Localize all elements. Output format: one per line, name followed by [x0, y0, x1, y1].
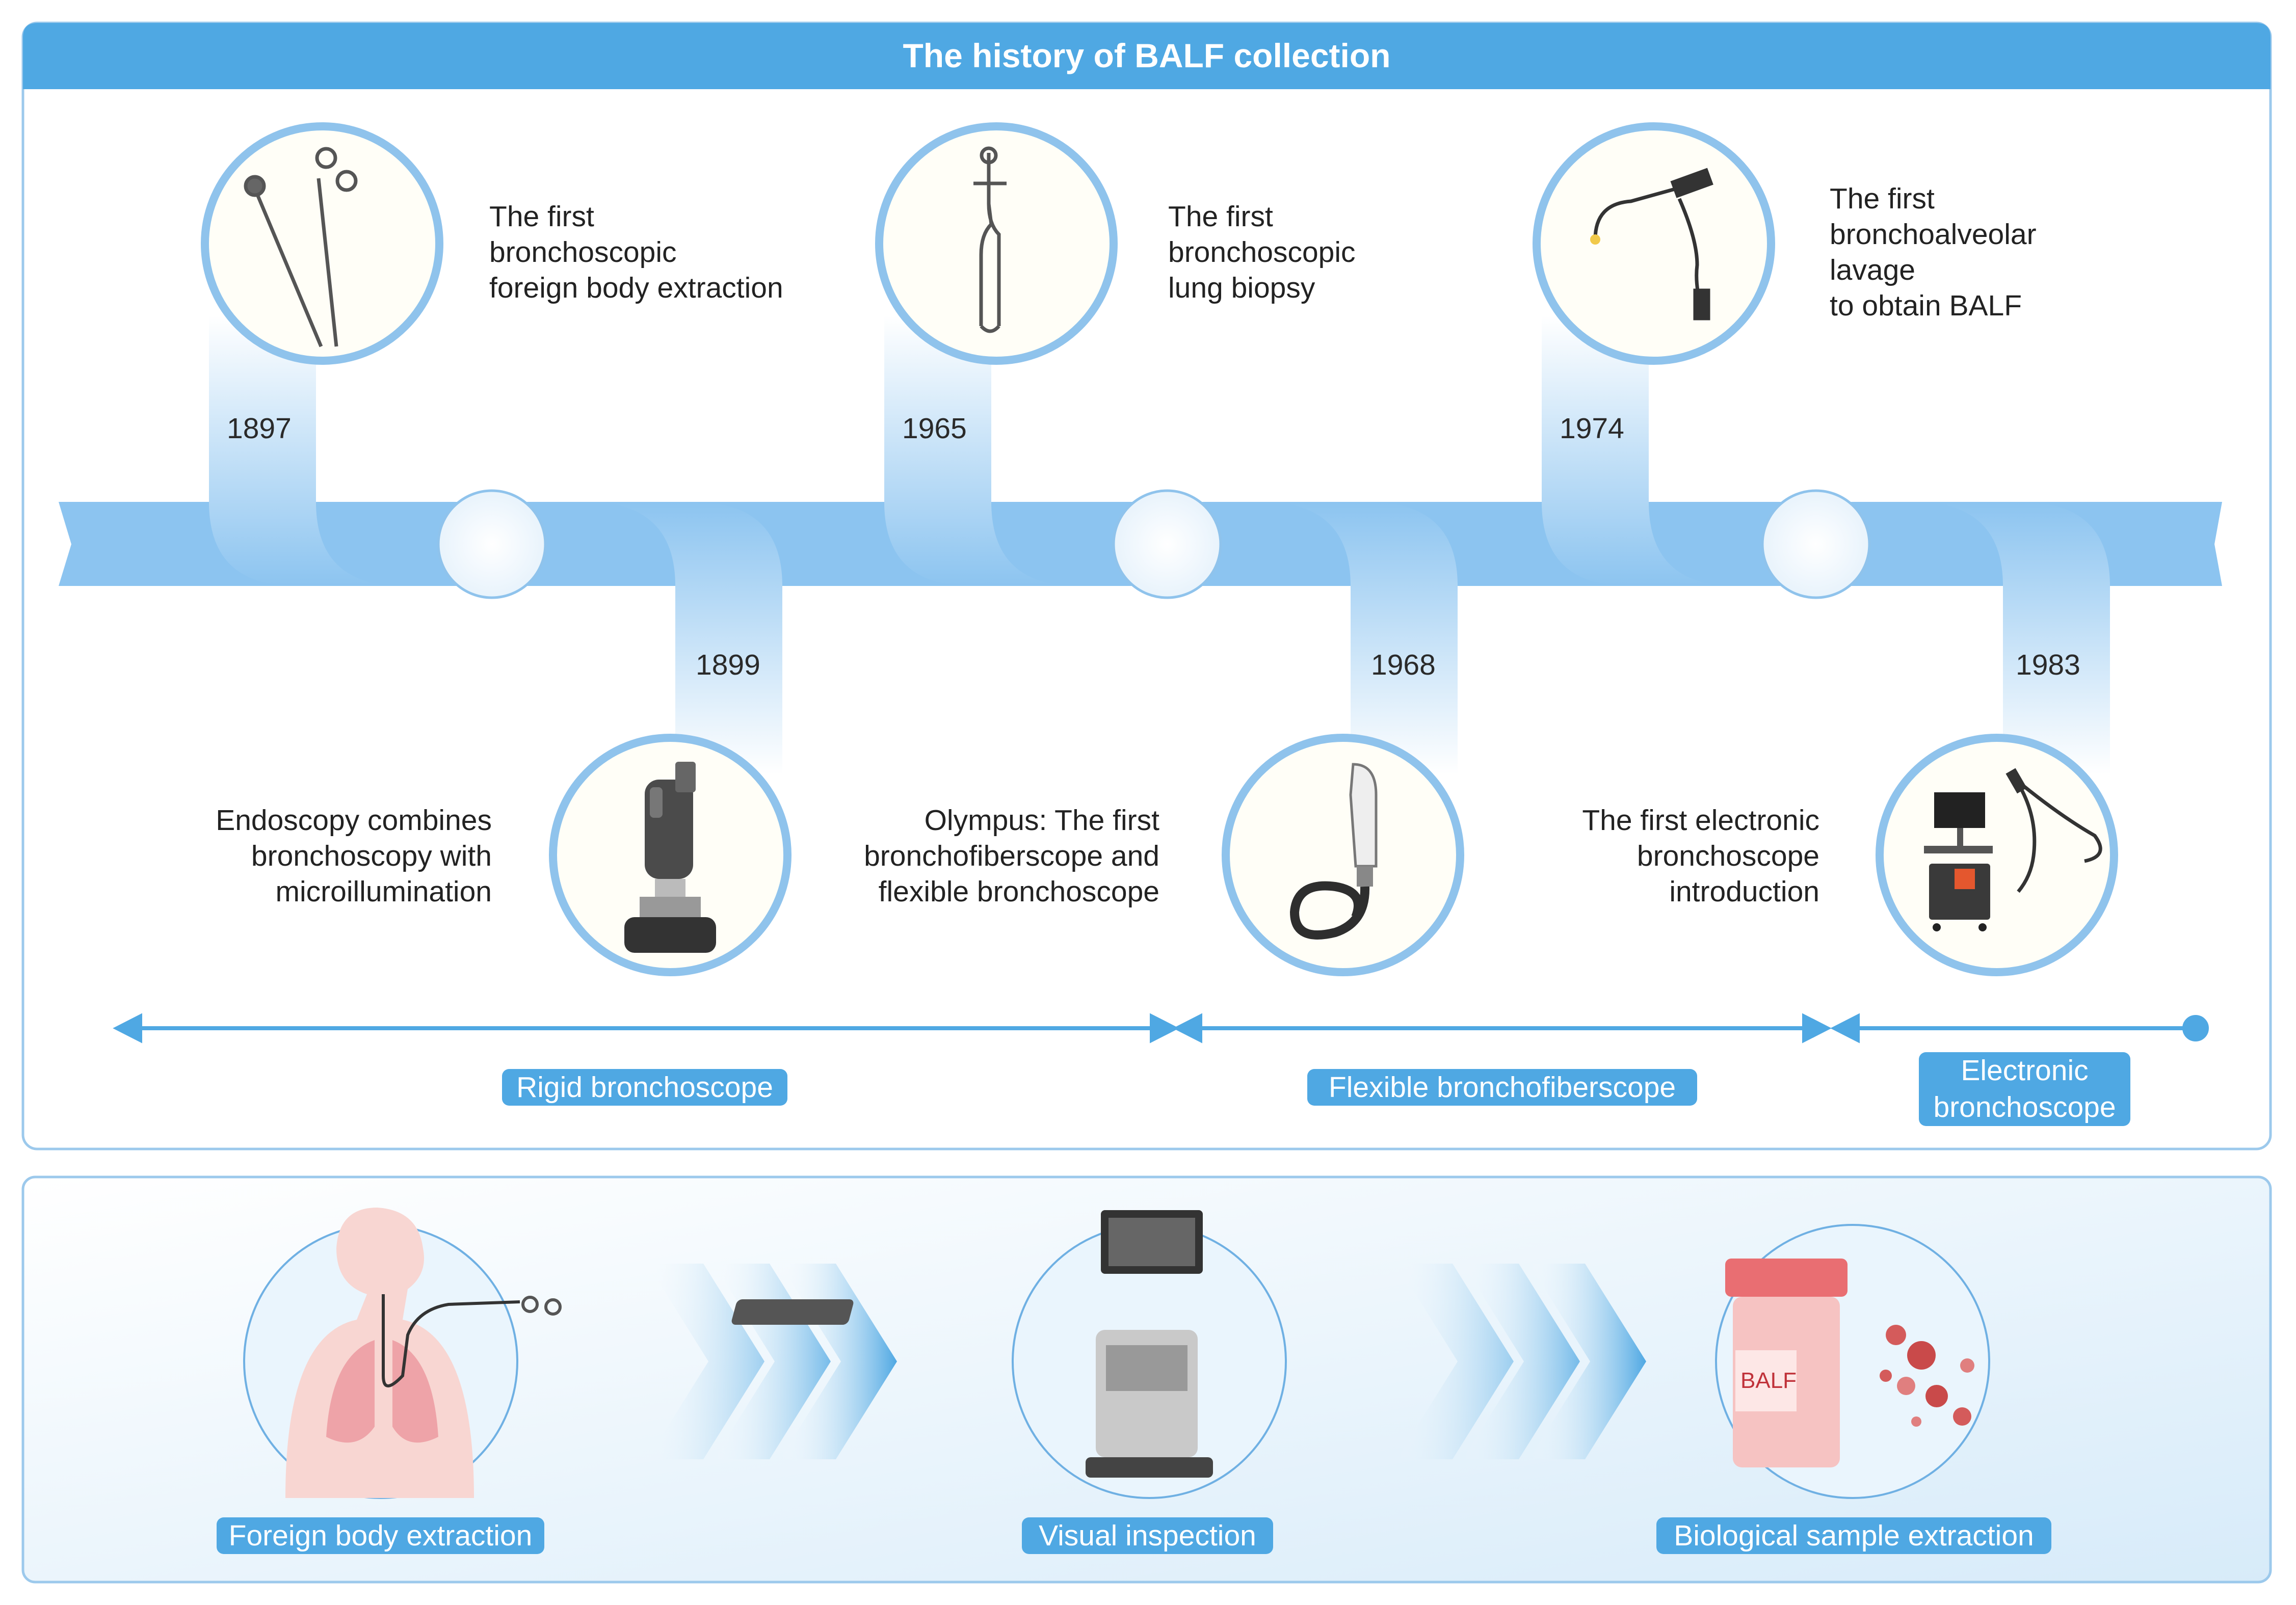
- ribbon-1983: [1914, 502, 2110, 774]
- ribbon-1965: [884, 316, 1078, 586]
- ribbon-1897: [209, 316, 403, 586]
- arrow-left-icon: [1173, 1013, 1202, 1044]
- era-axis-electronic: [1830, 1013, 2209, 1044]
- ribbon-1968: [1261, 502, 1458, 774]
- page-title: The history of BALF collection: [903, 37, 1391, 74]
- timeline-node-2: [1112, 489, 1222, 599]
- milestone-year: 1899: [696, 649, 760, 681]
- timeline-node-1: [437, 489, 547, 599]
- ribbon-1974: [1542, 316, 1735, 586]
- arrow-right-icon: [1150, 1013, 1179, 1044]
- milestone-year: 1968: [1371, 649, 1436, 681]
- era-axis-flexible: [1173, 1013, 1832, 1044]
- milestone-circle-1965: [875, 122, 1118, 365]
- sample-bottle-icon: [1725, 1259, 1974, 1467]
- milestone-year: 1897: [227, 412, 292, 445]
- rigid-forceps-icon: [244, 147, 358, 347]
- title-bar: [23, 23, 2271, 89]
- milestone-description: The first bronchoalveolar lavage to obta…: [1830, 182, 2037, 322]
- milestone-description: Olympus: The first bronchofiberscope and…: [864, 804, 1159, 908]
- arrow-left-icon: [113, 1013, 142, 1044]
- light-source-icon: [624, 762, 716, 953]
- milestone-description: Endoscopy combines bronchoscopy with mic…: [216, 804, 492, 908]
- era-label-rigid: Rigid bronchoscope: [502, 1069, 787, 1106]
- milestone-description: The first bronchoscopic lung biopsy: [1168, 200, 1356, 304]
- milestone-description: The first electronic bronchoscope introd…: [1582, 804, 1819, 908]
- milestone-circle-1897: [201, 122, 443, 365]
- milestone-year: 1965: [902, 412, 967, 445]
- milestone-year: 1983: [2016, 649, 2080, 681]
- application-label: Visual inspection: [1022, 1517, 1273, 1554]
- arrow-right-icon: [1802, 1013, 1832, 1044]
- milestone-year: 1974: [1560, 412, 1624, 445]
- lungs-bronchoscope-icon: [285, 1208, 562, 1498]
- application-label: Biological sample extraction: [1656, 1517, 2051, 1554]
- application-label: Foreign body extraction: [217, 1517, 544, 1554]
- milestone-description: The first bronchoscopic foreign body ext…: [489, 200, 783, 304]
- fiberscope-icon: [1590, 168, 1713, 320]
- electronic-bronchoscope-cart-icon: [1924, 768, 2102, 931]
- milestone-circle-1983: [1876, 734, 2118, 976]
- milestone-circle-1968: [1222, 734, 1464, 976]
- biopsy-forceps-icon: [973, 146, 1007, 333]
- timeline-node-3: [1761, 489, 1871, 599]
- era-label-flexible: Flexible bronchofiberscope: [1307, 1069, 1697, 1106]
- milestone-circle-1974: [1533, 122, 1775, 365]
- ribbon-1899: [586, 502, 782, 774]
- arrow-left-icon: [1830, 1013, 1860, 1044]
- chevron-arrows-2: [1396, 1264, 1646, 1459]
- era-axis-rigid: [113, 1013, 1179, 1044]
- flexible-bronchoscope-icon: [1289, 763, 1378, 940]
- imaging-workstation-icon: [731, 1210, 1213, 1478]
- sample-bottle-label: BALF: [1740, 1368, 1797, 1393]
- era-label-electronic: Electronic bronchoscope: [1919, 1052, 2130, 1126]
- axis-end-dot-icon: [2182, 1015, 2209, 1041]
